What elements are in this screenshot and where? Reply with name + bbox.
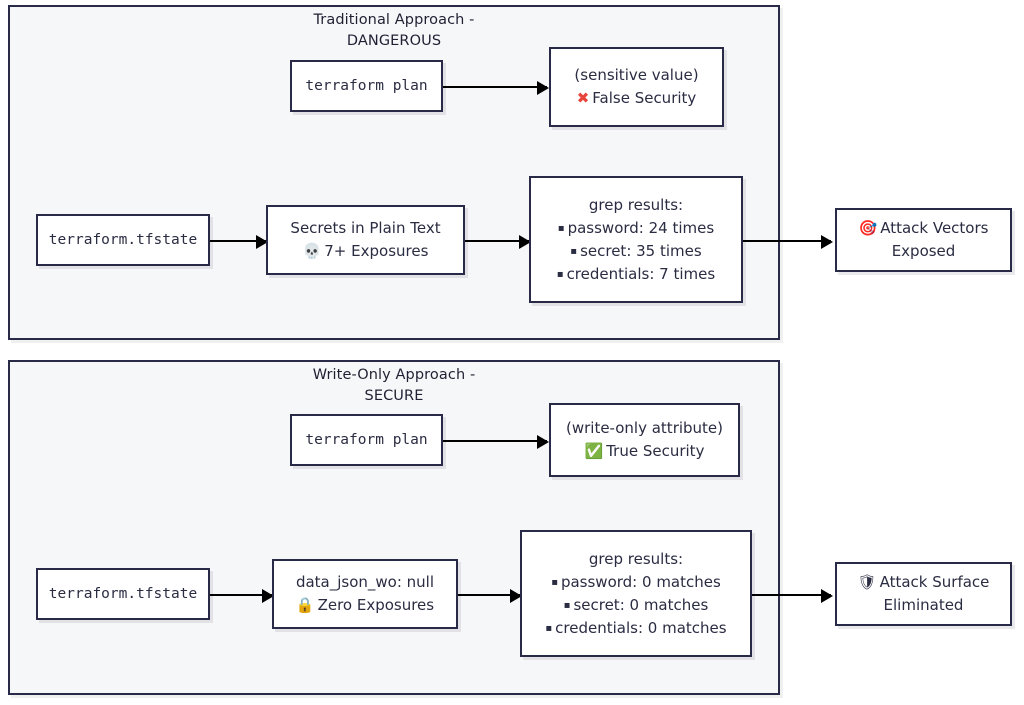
node-line-write-only-attribute: (write-only attribute) [565,419,724,437]
node-line-attack-surface: Attack Surface [879,573,990,591]
arrow-grep-to-outcome-writeonly [752,589,833,603]
grep-title: grep results: [588,549,684,568]
grep-row-credentials: credentials: 0 matches [555,618,727,637]
bullet-icon: ▪ [570,245,578,257]
grep-row-secret: secret: 0 matches [573,595,709,614]
grep-row-password: password: 24 times [567,218,715,237]
bullet-icon: ▪ [557,222,565,234]
node-line-sensitive-value: (sensitive value) [574,66,699,84]
node-line-true-security: True Security [606,442,705,460]
node-line-false-security: False Security [592,89,697,107]
target-icon: 🎯 [858,219,878,237]
skull-icon: 💀 [302,242,322,260]
grep-row-credentials: credentials: 7 times [566,264,716,283]
node-tfstate-writeonly[interactable]: terraform.tfstate [36,568,210,620]
arrow-tfstate-to-secrets-writeonly [210,589,274,603]
node-data-json-wo[interactable]: data_json_wo: null 🔒Zero Exposures [272,559,458,629]
node-secrets-plain-text[interactable]: Secrets in Plain Text 💀7+ Exposures [266,205,465,275]
node-line-exposed: Exposed [891,242,956,260]
bullet-icon: ▪ [563,599,571,611]
node-terraform-plan-writeonly[interactable]: terraform plan [290,414,443,466]
arrow-secrets-to-grep-traditional [465,235,531,249]
node-attack-surface-eliminated[interactable]: 🛡Attack Surface Eliminated [835,562,1012,626]
bullet-icon: ▪ [551,576,558,588]
arrow-plan-to-output-writeonly [443,435,549,449]
node-plan-output-traditional[interactable]: (sensitive value) ✖False Security [549,47,724,127]
node-plan-output-writeonly[interactable]: (write-only attribute) ✅True Security [549,403,740,477]
node-grep-results-traditional[interactable]: grep results: ▪password: 24 times ▪secre… [529,176,743,303]
check-mark-icon: ✅ [584,442,604,460]
node-line-zero-exposures: Zero Exposures [317,596,435,614]
grep-row-password: password: 0 matches [560,572,721,591]
node-tfstate-traditional[interactable]: terraform.tfstate [36,214,210,266]
node-attack-vectors-exposed[interactable]: 🎯Attack Vectors Exposed [835,208,1012,272]
node-line-secrets: Secrets in Plain Text [290,219,441,237]
node-line-data-json-wo: data_json_wo: null [295,573,435,591]
bullet-icon: ▪ [556,268,564,280]
node-label: terraform.tfstate [48,231,198,248]
shield-icon: 🛡 [857,573,877,591]
cluster-traditional-title: Traditional Approach - DANGEROUS [313,12,475,49]
node-grep-results-writeonly[interactable]: grep results: ▪password: 0 matches ▪secr… [520,530,752,657]
node-label: terraform plan [305,77,428,94]
bullet-icon: ▪ [545,622,553,634]
grep-title: grep results: [588,195,684,214]
node-line-attack-vectors: Attack Vectors [880,219,989,237]
cross-mark-icon: ✖ [576,89,590,107]
grep-row-secret: secret: 35 times [580,241,702,260]
node-label: terraform.tfstate [48,585,198,602]
arrow-plan-to-output-traditional [443,81,549,95]
node-line-eliminated: Eliminated [883,596,964,614]
arrow-grep-to-outcome-traditional [743,235,833,249]
arrow-secrets-to-grep-writeonly [458,589,522,603]
node-terraform-plan-traditional[interactable]: terraform plan [290,60,443,112]
arrow-tfstate-to-secrets-traditional [210,235,268,249]
node-line-exposures: 7+ Exposures [324,242,429,260]
lock-icon: 🔒 [295,596,315,614]
cluster-writeonly-title: Write-Only Approach - SECURE [312,367,476,404]
node-label: terraform plan [305,431,428,448]
